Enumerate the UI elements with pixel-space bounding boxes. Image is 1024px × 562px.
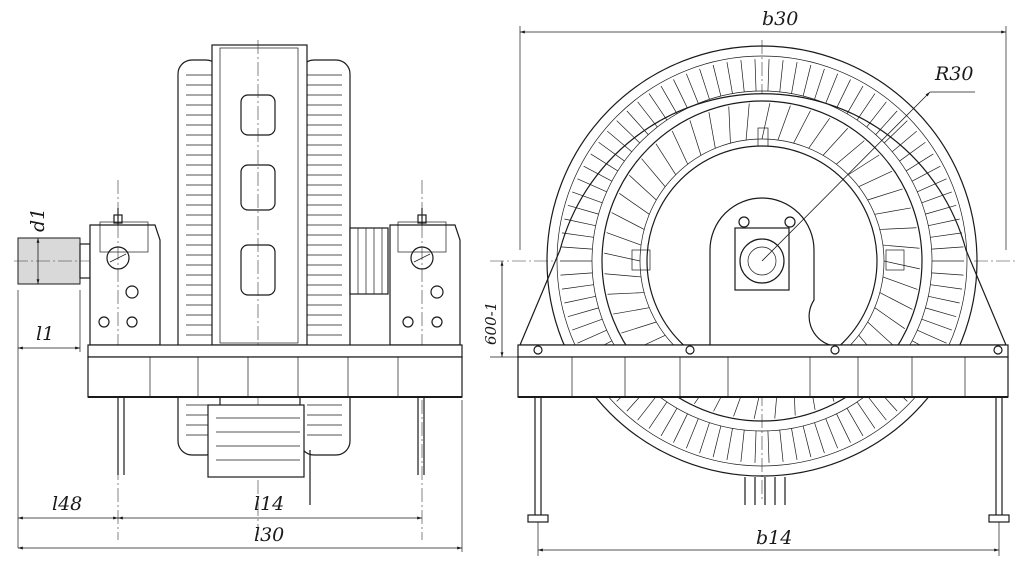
dim-d1: d1 <box>14 208 90 284</box>
dim-l1: l1 <box>17 290 81 548</box>
side-view: d1 l1 l48 l14 l30 <box>14 40 463 552</box>
dim-r30: R30 <box>761 63 975 262</box>
dim-l30-label: l30 <box>254 524 284 546</box>
center-bearing-pedestal <box>631 127 905 346</box>
dim-l48-l14: l48 l14 <box>18 493 422 520</box>
dim-b14-label: b14 <box>756 527 792 549</box>
dim-l30: l30 <box>18 400 463 552</box>
rotor-coils <box>604 103 920 419</box>
dim-r30-label: R30 <box>934 63 973 85</box>
dim-l14-label: l14 <box>254 493 284 515</box>
dim-b30-label: b30 <box>762 8 798 30</box>
front-base-frame <box>517 344 1009 398</box>
anchor-bolts <box>117 397 425 475</box>
outer-frame-ring <box>546 45 978 477</box>
base-frame <box>87 344 463 398</box>
dim-b14: b14 <box>537 522 1000 556</box>
dim-600-label: 600-1 <box>482 302 500 345</box>
terminal-box <box>207 404 311 505</box>
stator-housing <box>211 40 308 535</box>
front-anchor-bolts <box>527 397 1010 523</box>
dim-600: 600-1 <box>482 261 520 358</box>
coupling <box>349 227 389 295</box>
dim-l48-label: l48 <box>52 493 82 515</box>
dim-l1-label: l1 <box>36 323 54 345</box>
dim-d1-label: d1 <box>27 208 49 232</box>
dim-b30: b30 <box>519 8 1007 250</box>
front-view: b30 R30 600-1 b14 <box>482 8 1015 556</box>
